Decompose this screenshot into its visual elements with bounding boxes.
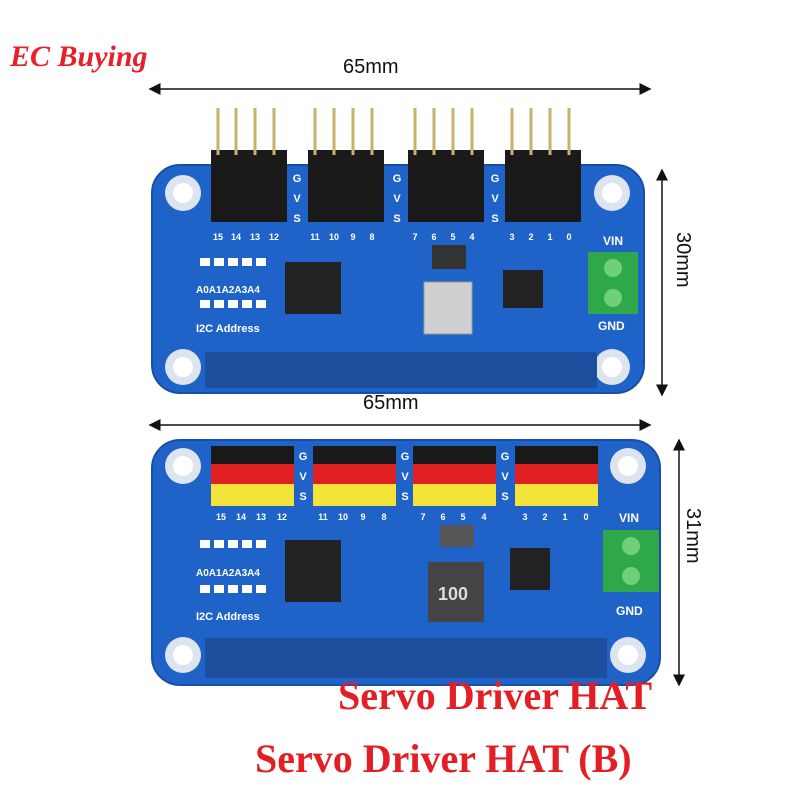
regulator-chip bbox=[510, 548, 550, 590]
top-address-label: I2C Address bbox=[196, 323, 260, 335]
gvs-label: S bbox=[491, 213, 498, 225]
top-vin-label: VIN bbox=[603, 234, 623, 248]
gvs-label: V bbox=[393, 193, 401, 205]
pin-number-label: 7 bbox=[420, 512, 425, 522]
gvs-label: G bbox=[299, 451, 308, 463]
header-pin-tips bbox=[216, 108, 571, 155]
top-gnd-label: GND bbox=[598, 319, 625, 333]
bottom-width-label: 65mm bbox=[363, 392, 419, 414]
bottom-address-label: I2C Address bbox=[196, 611, 260, 623]
pin-number-label: 4 bbox=[481, 512, 486, 522]
gvs-label: S bbox=[501, 491, 508, 503]
pin-number-label: 8 bbox=[369, 232, 374, 242]
mounting-hole bbox=[165, 448, 646, 673]
gvs-label: V bbox=[299, 471, 307, 483]
pin-number-label: 11 bbox=[318, 512, 328, 522]
pin-number-label: 11 bbox=[310, 232, 320, 242]
pin-number-label: 12 bbox=[269, 232, 279, 242]
gvs-label: V bbox=[401, 471, 409, 483]
top-board bbox=[151, 108, 645, 394]
pin-number-label: 12 bbox=[277, 512, 287, 522]
pin-number-label: 2 bbox=[542, 512, 547, 522]
mounting-hole bbox=[165, 175, 630, 385]
pin-number-label: 0 bbox=[583, 512, 588, 522]
address-pads bbox=[200, 540, 266, 593]
gvs-label: G bbox=[293, 173, 302, 185]
pin-number-label: 7 bbox=[412, 232, 417, 242]
address-pads bbox=[200, 258, 266, 308]
brand-logo: EC Buying bbox=[10, 40, 148, 73]
product-title-b: Servo Driver HAT (B) bbox=[255, 736, 632, 781]
inductor bbox=[428, 562, 484, 622]
pwm-controller-chip bbox=[285, 540, 341, 602]
pin-number-label: 5 bbox=[460, 512, 465, 522]
product-title: Servo Driver HAT bbox=[338, 673, 653, 718]
gvs-label: S bbox=[393, 213, 400, 225]
pin-number-label: 2 bbox=[528, 232, 533, 242]
gvs-label: G bbox=[393, 173, 402, 185]
pin-number-label: 13 bbox=[250, 232, 260, 242]
pin-number-label: 6 bbox=[440, 512, 445, 522]
pin-number-label: 10 bbox=[338, 512, 348, 522]
pin-number-label: 4 bbox=[469, 232, 474, 242]
bottom-board bbox=[151, 439, 661, 686]
gvs-label: G bbox=[401, 451, 410, 463]
pin-number-label: 15 bbox=[213, 232, 223, 242]
gvs-label: V bbox=[491, 193, 499, 205]
pin-number-label: 9 bbox=[360, 512, 365, 522]
gvs-label: V bbox=[501, 471, 509, 483]
pin-number-label: 3 bbox=[522, 512, 527, 522]
inductor bbox=[423, 281, 473, 335]
pwm-controller-chip bbox=[285, 262, 341, 314]
top-address-pins: A0A1A2A3A4 bbox=[196, 285, 260, 296]
gvs-label: S bbox=[401, 491, 408, 503]
gvs-label: G bbox=[501, 451, 510, 463]
regulator-chip bbox=[503, 270, 543, 308]
pin-number-label: 10 bbox=[329, 232, 339, 242]
pin-number-label: 13 bbox=[256, 512, 266, 522]
diode bbox=[440, 525, 474, 547]
servo-headers-colored bbox=[211, 446, 598, 506]
diode bbox=[432, 245, 466, 269]
pin-number-label: 14 bbox=[231, 232, 241, 242]
pin-number-label: 0 bbox=[566, 232, 571, 242]
pin-number-label: 1 bbox=[562, 512, 567, 522]
bottom-gnd-label: GND bbox=[616, 604, 643, 618]
bottom-address-pins: A0A1A2A3A4 bbox=[196, 568, 260, 579]
gvs-label: G bbox=[491, 173, 500, 185]
pin-number-label: 5 bbox=[450, 232, 455, 242]
pin-number-label: 3 bbox=[509, 232, 514, 242]
gvs-label: V bbox=[293, 193, 301, 205]
pin-number-label: 1 bbox=[547, 232, 552, 242]
pin-number-label: 9 bbox=[350, 232, 355, 242]
gpio-header-top bbox=[205, 352, 597, 388]
pin-number-label: 14 bbox=[236, 512, 246, 522]
gpio-header-bottom bbox=[205, 638, 607, 678]
bottom-vin-label: VIN bbox=[619, 511, 639, 525]
pin-number-label: 15 bbox=[216, 512, 226, 522]
servo-headers-top bbox=[211, 150, 581, 222]
gvs-label: S bbox=[293, 213, 300, 225]
inductor-marking: 100 bbox=[438, 584, 468, 604]
top-width-label: 65mm bbox=[343, 56, 399, 78]
pin-number-label: 6 bbox=[431, 232, 436, 242]
pin-number-label: 8 bbox=[381, 512, 386, 522]
gvs-label: S bbox=[299, 491, 306, 503]
